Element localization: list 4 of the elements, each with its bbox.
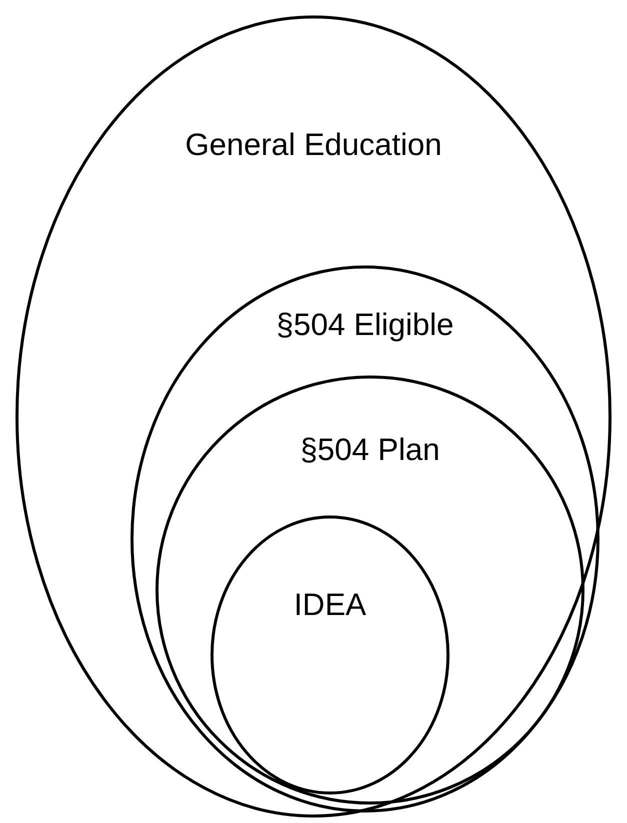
set-label: IDEA	[294, 587, 366, 623]
set-label: §504 Eligible	[276, 307, 454, 343]
set-label: General Education	[185, 127, 442, 163]
set-label: §504 Plan	[300, 432, 440, 468]
